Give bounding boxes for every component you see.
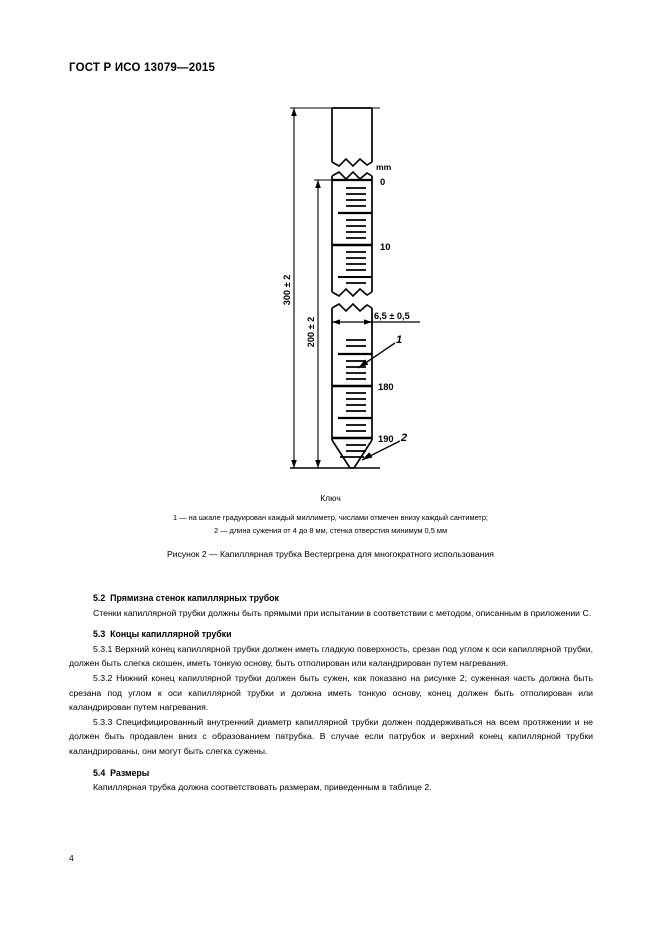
dimension-arrow-total-top [291, 108, 297, 116]
paragraph-5-3-2: 5.3.2 Нижний конец капиллярной трубки до… [69, 672, 593, 713]
westergren-tube-svg: 300 ± 2 200 ± 2 mm 0 10 180 190 6,5 ± 0,… [282, 107, 420, 469]
break-mark-middle-top [331, 170, 373, 181]
figure-westergren-tube: 300 ± 2 200 ± 2 mm 0 10 180 190 6,5 ± 0,… [240, 100, 430, 495]
page-number: 4 [69, 853, 74, 863]
section-heading-5-2: 5.2 Прямизна стенок капиллярных трубок [69, 591, 593, 606]
figure-key-list: 1 — на шкале градуирован каждый миллимет… [0, 511, 661, 537]
section-number-5-2: 5.2 [93, 593, 106, 603]
tube-taper-left [331, 439, 351, 469]
body-text-column: 5.2 Прямизна стенок капиллярных трубок С… [69, 591, 593, 795]
scale-label-0: 0 [380, 176, 385, 187]
break-mark-lower-top [331, 302, 373, 313]
callout-2-arrowhead [362, 452, 373, 460]
figure-key-item-1: 1 — на шкале градуирован каждый миллимет… [173, 513, 488, 522]
paragraph-5-3-1: 5.3.1 Верхний конец капиллярной трубки д… [69, 643, 593, 669]
dimension-arrow-scale-bottom [315, 460, 321, 468]
section-number-5-3: 5.3 [93, 629, 106, 640]
paragraph-5-3-3: 5.3.3 Специфицированный внутренний диаме… [69, 716, 593, 756]
figure-caption: Рисунок 2 — Капиллярная трубка Вестергре… [167, 549, 494, 559]
figure-key-title: Ключ [320, 493, 341, 503]
diameter-arrow-right [364, 319, 372, 325]
section-title-5-2: Прямизна стенок капиллярных трубок [110, 593, 279, 603]
break-mark-middle-bottom [331, 287, 373, 298]
dimension-arrow-total-bottom [291, 460, 297, 468]
tube-taper-right [353, 439, 373, 469]
figure-key-item-2: 2 — длина сужения от 4 до 8 мм, стенка о… [213, 526, 448, 535]
label-scale-length: 200 ± 2 [306, 317, 316, 348]
section-title-5-4: Размеры [110, 767, 150, 778]
scale-label-10: 10 [380, 241, 390, 252]
callout-label-1: 1 [396, 334, 402, 346]
label-unit-mm: mm [376, 162, 392, 172]
paragraph-5-4-1: Капиллярная трубка должна соответствоват… [93, 782, 432, 793]
section-number-5-4: 5.4 [93, 767, 106, 778]
break-mark-upper [331, 157, 373, 168]
label-bore-diameter: 6,5 ± 0,5 [374, 311, 410, 321]
paragraph-5-2-1: Стенки капиллярной трубки должны быть пр… [93, 607, 592, 618]
section-title-5-3: Концы капиллярной трубки [110, 629, 232, 640]
section-heading-5-3: 5.3 Концы капиллярной трубки [69, 620, 593, 642]
scale-label-190: 190 [378, 433, 394, 444]
callout-label-2: 2 [400, 432, 407, 444]
scale-label-180: 180 [378, 381, 394, 392]
dimension-arrow-scale-top [315, 180, 321, 188]
diameter-arrow-left [332, 319, 340, 325]
label-total-length: 300 ± 2 [282, 275, 292, 306]
callout-1-arrowhead [358, 359, 369, 368]
document-standard-header: ГОСТ Р ИСО 13079—2015 [69, 62, 216, 74]
section-heading-5-4: 5.4 Размеры [69, 759, 593, 781]
